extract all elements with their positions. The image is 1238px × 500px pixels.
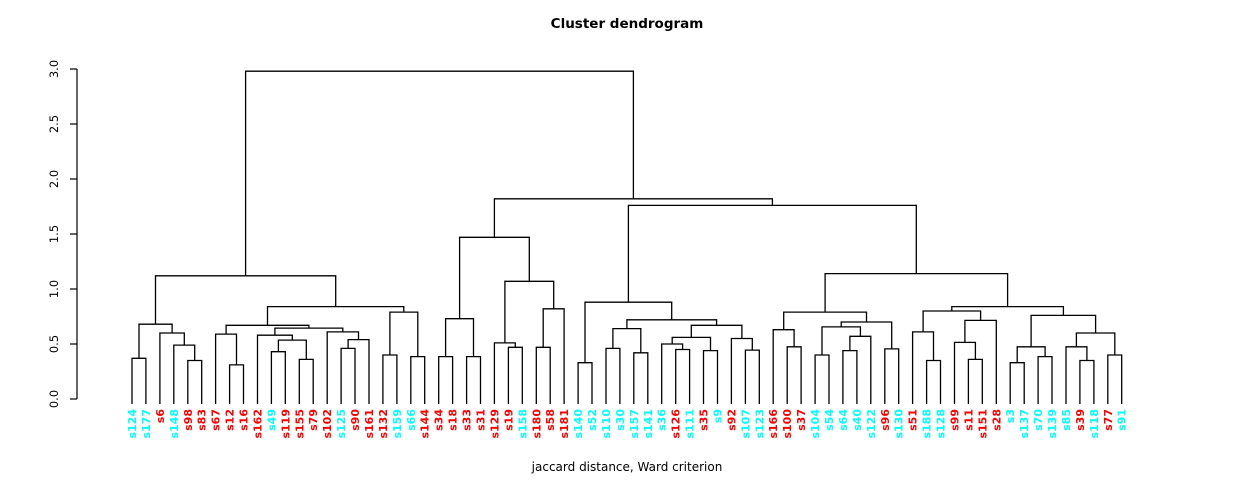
leaf-label: s34: [433, 409, 446, 431]
leaf-label: s158: [516, 409, 529, 439]
leaf-label: s52: [586, 409, 599, 431]
leaf-label: s64: [837, 409, 850, 431]
leaf-label: s12: [224, 409, 237, 431]
y-axis-tick-label: 0.0: [47, 390, 61, 408]
leaf-label: s140: [572, 409, 585, 439]
leaf-label: s137: [1018, 409, 1031, 439]
leaf-label: s9: [711, 409, 724, 423]
leaf-label: s157: [628, 409, 641, 439]
y-axis: 0.0 0.5 1.0 1.5 2.0 2.5 3.0: [47, 60, 78, 408]
leaf-label: s18: [447, 409, 460, 431]
leaf-label: s110: [600, 409, 613, 439]
leaf-label: s159: [391, 409, 404, 439]
leaf-label: s33: [461, 409, 474, 431]
y-axis-tick-label: 2.0: [47, 170, 61, 188]
dendrogram-tree: [131, 70, 1123, 404]
leaf-label: s66: [405, 409, 418, 431]
leaf-label: s85: [1060, 409, 1073, 431]
leaf-label: s92: [725, 409, 738, 431]
leaf-label: s79: [307, 409, 320, 431]
leaf-label: s126: [670, 409, 683, 439]
leaf-label: s188: [921, 409, 934, 439]
chart-caption: jaccard distance, Ward criterion: [531, 460, 723, 474]
leaf-label: s161: [363, 409, 376, 439]
leaf-label: s36: [656, 409, 669, 431]
leaf-label: s19: [502, 409, 515, 431]
leaf-label: s37: [795, 409, 808, 431]
leaf-label: s3: [1004, 409, 1017, 423]
leaf-label: s130: [893, 409, 906, 439]
leaf-label: s132: [377, 409, 390, 439]
leaf-label: s100: [781, 409, 794, 439]
leaf-label: s49: [265, 409, 278, 431]
leaf-label: s128: [935, 409, 948, 439]
leaf-label: s99: [948, 409, 961, 431]
y-axis-tick-label: 3.0: [47, 60, 61, 78]
leaf-label: s51: [907, 409, 920, 431]
leaf-label: s83: [196, 409, 209, 431]
leaf-label: s118: [1088, 409, 1101, 439]
leaf-label: s77: [1102, 409, 1115, 431]
leaf-label: s90: [349, 409, 362, 431]
y-axis-tick-label: 2.5: [47, 115, 61, 133]
leaf-label: s141: [642, 409, 655, 439]
leaf-label: s123: [753, 409, 766, 439]
leaf-label: s70: [1032, 409, 1045, 431]
leaf-label: s67: [210, 409, 223, 431]
leaf-label: s151: [976, 409, 989, 439]
leaf-label: s124: [126, 409, 139, 439]
leaf-label: s6: [154, 409, 167, 424]
leaf-label: s104: [809, 409, 822, 439]
leaf-label: s107: [739, 409, 752, 439]
leaf-label: s155: [293, 409, 306, 439]
leaf-label: s11: [962, 409, 975, 431]
leaf-label: s102: [321, 409, 334, 439]
leaf-label: s122: [865, 409, 878, 439]
leaf-label: s31: [475, 409, 488, 431]
y-axis-tick-label: 0.5: [47, 335, 61, 353]
leaf-label: s139: [1046, 409, 1059, 439]
leaf-label: s162: [251, 409, 264, 439]
dendrogram-links: [131, 70, 1123, 404]
leaf-label: s119: [279, 409, 292, 439]
leaf-label: s148: [168, 409, 181, 439]
y-axis-tick-label: 1.0: [47, 280, 61, 298]
leaf-label: s166: [767, 409, 780, 439]
y-axis-tick-label: 1.5: [47, 225, 61, 243]
leaf-label: s144: [419, 409, 432, 439]
leaf-label: s181: [558, 409, 571, 439]
leaf-label: s30: [614, 409, 627, 431]
leaf-label: s96: [879, 409, 892, 431]
leaf-label: s54: [823, 409, 836, 431]
leaf-label: s58: [544, 409, 557, 431]
chart-title: Cluster dendrogram: [550, 16, 704, 32]
leaf-label: s35: [698, 409, 711, 431]
leaf-label: s125: [335, 409, 348, 439]
leaf-label: s40: [851, 409, 864, 431]
leaf-label: s98: [182, 409, 195, 431]
leaf-label: s39: [1074, 409, 1087, 431]
leaf-label: s91: [1116, 409, 1129, 431]
leaf-label: s16: [238, 409, 251, 431]
leaf-label: s177: [140, 409, 153, 439]
leaf-label: s129: [488, 409, 501, 439]
leaf-label: s28: [990, 409, 1003, 431]
leaf-label: s111: [684, 409, 697, 439]
leaf-label: s180: [530, 409, 543, 439]
